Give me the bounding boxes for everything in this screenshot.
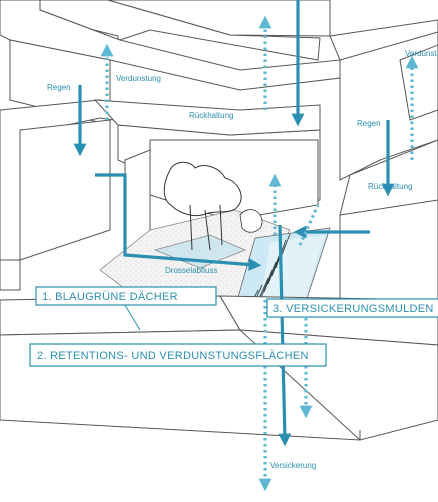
building-front — [0, 295, 438, 441]
label-verdunstung-left: Verdunstung — [116, 74, 161, 83]
callout-blaugruene-daecher: 1. BLAUGRÜNE DÄCHER — [35, 286, 217, 331]
courtyard-tower — [93, 99, 321, 251]
callout-versickerungsmulden: 3. VERSICKERUNGSMULDEN — [266, 298, 438, 318]
label-rueckhaltung-center: Rückhaltung — [189, 111, 233, 120]
tree-icon — [163, 161, 263, 251]
callout-versickerungsmulden-text: 3. VERSICKERUNGSMULDEN — [273, 303, 434, 315]
label-regen-left: Regen — [47, 83, 71, 92]
building-left-wing — [0, 99, 207, 291]
label-verdunstung-right: Verdunst — [405, 49, 437, 58]
callout-retentionsflaechen: 2. RETENTIONS- UND VERDUNSTUNGSFLÄCHEN — [29, 343, 327, 367]
label-drosselabfluss: Drosselabfluss — [165, 266, 217, 275]
label-rueckhaltung-right: Rückhaltung — [368, 182, 412, 191]
label-versickerung: Versickerung — [270, 461, 316, 470]
callout-retentionsflaechen-text: 2. RETENTIONS- UND VERDUNSTUNGSFLÄCHEN — [37, 350, 309, 362]
callout-blaugruene-daecher-text: 1. BLAUGRÜNE DÄCHER — [42, 291, 178, 303]
label-regen-right: Regen — [357, 119, 381, 128]
flow-arrows — [73, 0, 419, 492]
